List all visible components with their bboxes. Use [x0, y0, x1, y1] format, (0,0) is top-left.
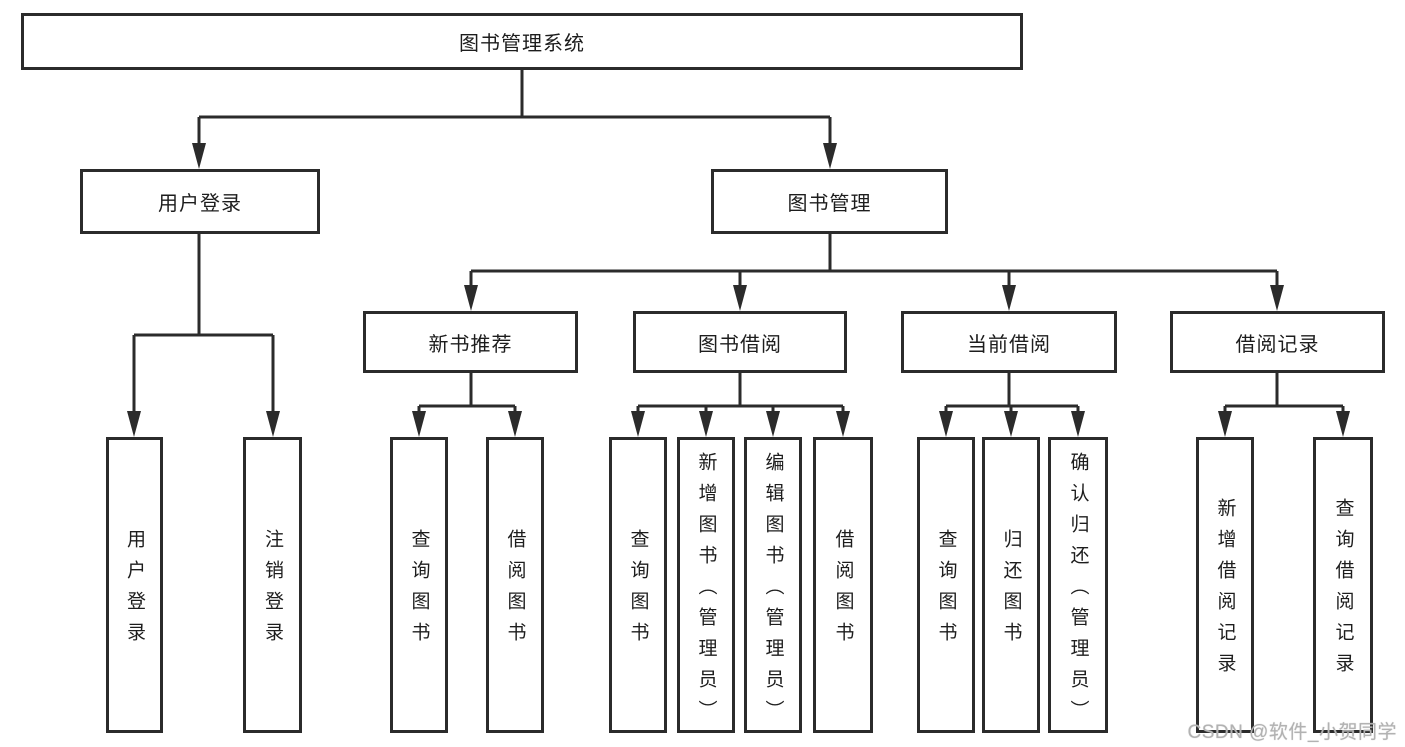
leaf-query-books-recommend: 查询图书 — [390, 437, 448, 733]
node-current-borrowing-label: 当前借阅 — [967, 333, 1051, 356]
leaf-add-books-admin: 新增图书（管理员） — [677, 437, 735, 733]
node-borrowing-records-label: 借阅记录 — [1235, 333, 1320, 356]
leaf-confirm-return-admin: 确认归还（管理员） — [1048, 437, 1108, 733]
node-book-management: 图书管理 — [711, 169, 948, 234]
tree-edges — [132, 70, 1345, 415]
node-user-login-group: 用户登录 — [80, 169, 320, 234]
node-user-login-group-label: 用户登录 — [158, 193, 242, 215]
leaf-return-books: 归还图书 — [982, 437, 1040, 733]
node-root: 图书管理系统 — [21, 13, 1023, 70]
node-book-borrowing: 图书借阅 — [633, 311, 847, 373]
leaf-query-books-borrow: 查询图书 — [609, 437, 667, 733]
leaf-borrow-books: 借阅图书 — [813, 437, 873, 733]
leaf-edit-books-admin: 编辑图书（管理员） — [744, 437, 802, 733]
leaf-query-books-current: 查询图书 — [917, 437, 975, 733]
leaf-borrow-books-recommend: 借阅图书 — [486, 437, 544, 733]
node-new-book-recommend-label: 新书推荐 — [428, 333, 513, 356]
node-book-borrowing-label: 图书借阅 — [698, 333, 782, 356]
leaf-user-login: 用户登录 — [106, 437, 163, 733]
leaf-add-borrow-record: 新增借阅记录 — [1196, 437, 1254, 733]
arrowheads — [127, 143, 1350, 437]
node-root-label: 图书管理系统 — [459, 33, 585, 55]
node-borrowing-records: 借阅记录 — [1170, 311, 1385, 373]
node-book-management-label: 图书管理 — [787, 193, 872, 215]
node-new-book-recommend: 新书推荐 — [363, 311, 578, 373]
node-current-borrowing: 当前借阅 — [901, 311, 1117, 373]
leaf-logout: 注销登录 — [243, 437, 302, 733]
leaf-query-borrow-record: 查询借阅记录 — [1313, 437, 1373, 733]
watermark: CSDN @软件_小贺同学 — [1187, 722, 1397, 743]
